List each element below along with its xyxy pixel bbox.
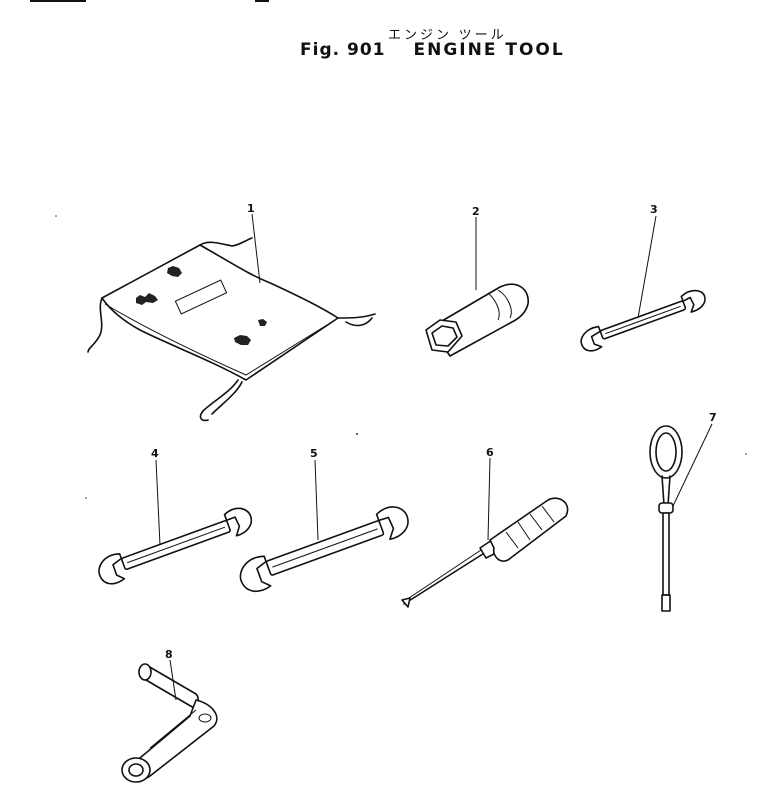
large-open-wrench [239, 506, 409, 592]
callout-7: 7 [709, 411, 717, 424]
dipstick-gauge: 7 [649, 411, 717, 612]
callout-8: 8 [165, 648, 173, 661]
callout-4: 4 [151, 447, 159, 460]
callout-2: 2 [472, 205, 480, 218]
tool-bag: 1 [87, 202, 376, 422]
figure-subtitle-jp: エンジン ツール [388, 27, 507, 42]
header-rule-mid [255, 0, 269, 2]
crank-handle: 8 [121, 648, 218, 783]
header-rule-left [30, 0, 86, 2]
callout-6: 6 [486, 446, 494, 459]
callout-5: 5 [310, 447, 318, 460]
figure-name: ENGINE TOOL [413, 40, 565, 60]
callout-1: 1 [247, 202, 255, 215]
medium-open-wrench [98, 507, 253, 585]
scan-specks [55, 215, 747, 499]
callout-3: 3 [650, 203, 658, 216]
small-open-wrench [580, 289, 706, 352]
figure-number: Fig. 901 [300, 40, 386, 60]
figure-title: Fig. 901 ENGINE TOOL [300, 40, 565, 60]
socket-wrench: 2 [425, 205, 529, 357]
screwdriver: 6 [401, 446, 569, 608]
bag-stain-marks [136, 266, 267, 345]
